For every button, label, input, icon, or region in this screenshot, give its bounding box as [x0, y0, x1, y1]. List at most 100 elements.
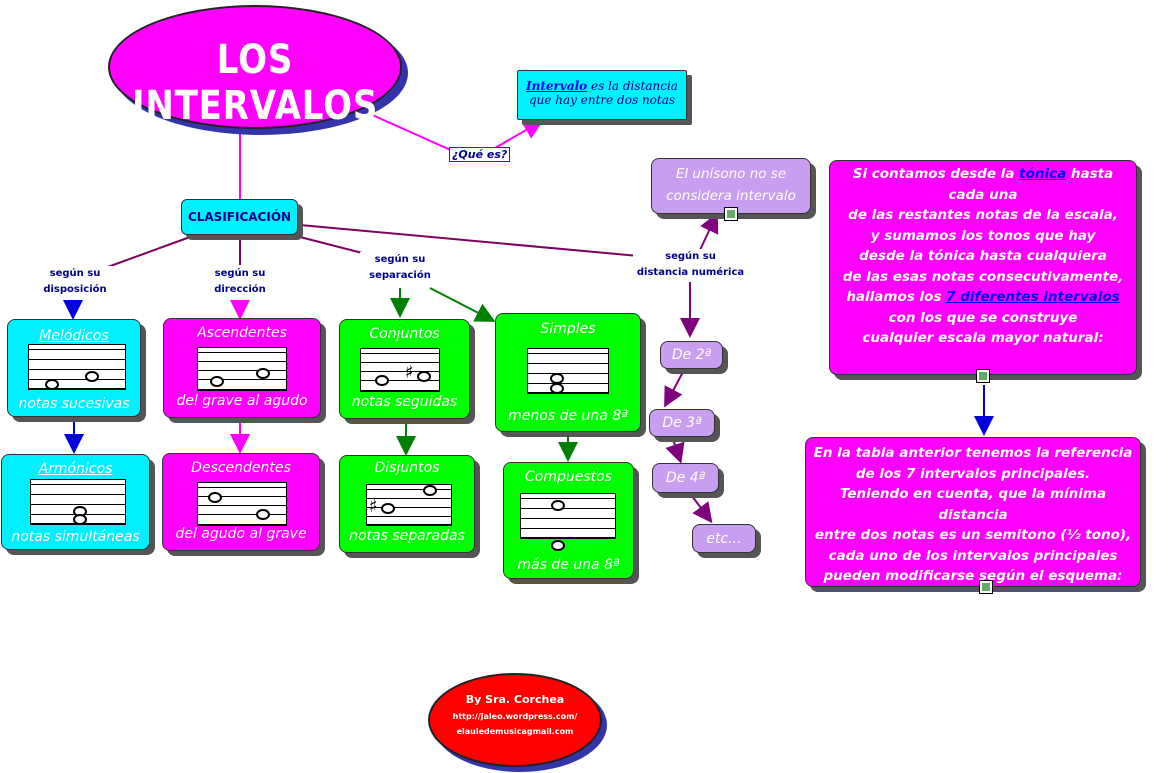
info1-l3: de las restantes notas de la escala, — [848, 207, 1118, 223]
ascendentes-staff — [197, 347, 287, 391]
simples-caption: menos de una 8ª — [508, 408, 628, 424]
criteria-direccion-l1: según su — [214, 268, 266, 279]
note — [381, 503, 395, 514]
note — [45, 379, 59, 390]
compuestos-caption: más de una 8ª — [517, 557, 620, 573]
melodicos-caption: notas sucesivas — [18, 396, 130, 412]
criteria-disposicion-l2: disposición — [43, 284, 107, 295]
info2-l2: de los 7 intervalos principales. — [855, 465, 1091, 482]
sharp-icon: ♯ — [369, 496, 378, 517]
interval-3: De 3ª — [649, 409, 715, 437]
interval-2: De 2ª — [660, 341, 723, 369]
compuestos-box: Compuestos más de una 8ª — [503, 462, 634, 579]
criteria-distancia: según su distancia numérica — [633, 249, 748, 281]
descendentes-caption: del agudo al grave — [175, 526, 307, 542]
definition-text-1: es la distancia — [587, 79, 678, 93]
sharp-icon: ♯ — [405, 362, 414, 383]
page-title: LOS INTERVALOS — [131, 37, 379, 129]
ascendentes-box: Ascendentes del grave al agudo — [163, 318, 321, 418]
interval-3-label: De 3ª — [662, 415, 702, 431]
compuestos-staff — [520, 493, 616, 551]
info-box-tonica: Si contamos desde la tónica hasta cada u… — [829, 160, 1137, 375]
criteria-separacion-l2: separación — [369, 270, 431, 281]
info2-l6: pueden modificarse según el esquema: — [823, 568, 1123, 584]
clasificacion-box: CLASIFICACIÓN — [181, 199, 298, 235]
melodicos-title: Melódicos — [39, 328, 109, 344]
conjuntos-staff: ♯ — [360, 348, 440, 392]
simples-title: Simples — [540, 321, 596, 337]
info2-l4: entre dos notas es un semitono (½ tono), — [814, 527, 1132, 543]
note — [375, 375, 389, 386]
info1-l5: desde la tónica hasta cualquiera — [859, 248, 1107, 264]
interval-2-label: De 2ª — [671, 347, 712, 363]
title-ellipse: LOS INTERVALOS — [108, 5, 402, 129]
definition-term[interactable]: Intervalo — [526, 79, 588, 93]
definition-text-2: que hay entre dos notas — [528, 93, 676, 107]
credit-author: By Sra. Corchea — [465, 693, 565, 706]
note — [550, 383, 564, 394]
armonicos-staff — [30, 479, 126, 525]
note — [256, 368, 270, 379]
criteria-distancia-l1: según su — [665, 251, 716, 262]
disjuntos-box: Disjuntos ♯ notas separadas — [339, 455, 475, 553]
interval-etc-label: etc... — [706, 531, 742, 547]
descendentes-staff — [197, 482, 287, 526]
note — [210, 376, 224, 387]
armonicos-caption: notas simultáneas — [11, 529, 140, 545]
conjuntos-box: Conjuntos ♯ notas seguidas — [339, 319, 470, 419]
simples-box: Simples menos de una 8ª — [495, 313, 641, 432]
image-icon[interactable] — [724, 207, 738, 221]
info-box-esquema: En la tabla anterior tenemos la referenc… — [805, 437, 1141, 587]
image-icon[interactable] — [976, 369, 990, 383]
note — [423, 485, 437, 496]
interval-4: De 4ª — [652, 463, 719, 493]
criteria-disposicion: según su disposición — [35, 266, 115, 298]
conjuntos-caption: notas seguidas — [351, 394, 458, 410]
info1-l8: con los que se construye — [888, 309, 1078, 326]
info1-l4: y sumamos los tonos que hay — [870, 227, 1096, 244]
armonicos-box: Armónicos notas simultáneas — [1, 454, 150, 550]
criteria-disposicion-l1: según su — [49, 268, 101, 279]
criteria-separacion: según su separación — [360, 252, 440, 284]
que-es-label: ¿Qué es? — [449, 147, 511, 162]
disjuntos-staff: ♯ — [366, 484, 452, 526]
armonicos-title: Armónicos — [38, 461, 113, 477]
criteria-distancia-l2: distancia numérica — [636, 267, 745, 278]
interval-etc: etc... — [692, 524, 756, 553]
note — [256, 509, 270, 520]
info2-l1: En la tabla anterior tenemos la referenc… — [813, 445, 1133, 461]
ascendentes-title: Ascendentes — [197, 325, 287, 341]
info1-l2: cada una — [948, 186, 1018, 203]
credit-ellipse: By Sra. Corchea http://jaleo.wordpress.c… — [428, 673, 602, 767]
note — [551, 500, 565, 511]
simples-staff — [527, 348, 609, 394]
note — [417, 371, 431, 382]
note — [85, 371, 99, 382]
criteria-direccion-l2: dirección — [214, 284, 266, 295]
siete-intervalos-link[interactable]: 7 diferentes intervalos — [946, 289, 1120, 305]
tonica-link[interactable]: tónica — [1019, 166, 1067, 182]
info1-l6: de las esas notas consecutivamente, — [842, 268, 1124, 285]
descendentes-title: Descendentes — [191, 460, 291, 476]
note — [551, 540, 565, 551]
info1-l7a: hallamos los — [846, 289, 947, 305]
criteria-separacion-l1: según su — [374, 254, 426, 265]
info2-l3: Teniendo en cuenta, que la mínima distan… — [839, 486, 1107, 523]
compuestos-title: Compuestos — [525, 469, 612, 485]
criteria-direccion: según su dirección — [200, 266, 280, 298]
definition-box: Intervalo es la distancia que hay entre … — [517, 70, 687, 120]
image-icon[interactable] — [979, 580, 993, 594]
credit-url[interactable]: http://jaleo.wordpress.com/ — [452, 712, 578, 721]
unisono-box: El unísono no se considera intervalo — [651, 158, 811, 214]
info1-l1b: hasta — [1066, 166, 1114, 182]
conjuntos-title: Conjuntos — [369, 326, 440, 342]
info1-l9: cualquier escala mayor natural: — [862, 330, 1104, 346]
ascendentes-caption: del grave al agudo — [176, 393, 308, 409]
interval-4-label: De 4ª — [665, 470, 706, 486]
info2-l5: cada uno de los intervalos principales — [828, 547, 1118, 564]
note — [208, 492, 222, 503]
disjuntos-caption: notas separadas — [349, 528, 465, 544]
credit-email[interactable]: elauledemusicagmail.com — [456, 727, 574, 736]
info1-l1a: Si contamos desde la — [852, 166, 1020, 182]
